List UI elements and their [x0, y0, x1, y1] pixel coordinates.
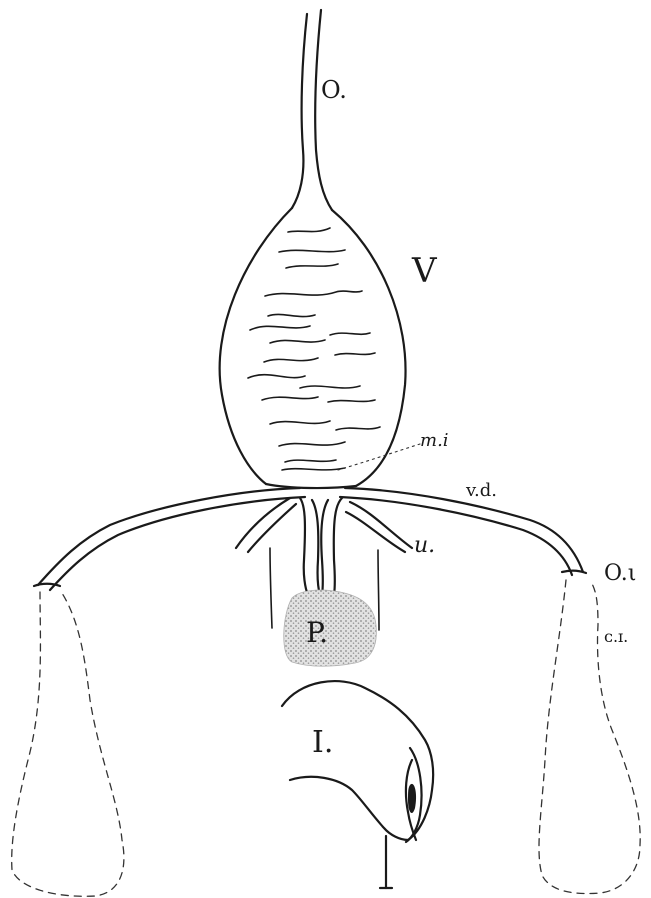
- ureters: [236, 498, 412, 552]
- vesicle-folds: [248, 228, 380, 470]
- label-i: I.: [312, 725, 333, 760]
- right-testis: [539, 571, 640, 894]
- label-vd: v.d.: [465, 480, 497, 501]
- vas-deferens-left: [38, 488, 305, 590]
- left-testis: [12, 584, 124, 897]
- label-v: V: [411, 251, 438, 291]
- label-o: O.: [321, 76, 347, 104]
- label-u: u.: [414, 533, 435, 558]
- intestine-lumen: [408, 784, 416, 813]
- intestine: [282, 681, 433, 888]
- ejaculatory-ducts: [300, 498, 342, 595]
- label-p: P.: [306, 616, 328, 649]
- upper-duct: [292, 10, 332, 210]
- vesicle-body: [220, 208, 406, 488]
- label-ot: O.ι: [604, 561, 636, 586]
- prostate-gland: [284, 590, 377, 666]
- label-ct: ᴄ.ɪ.: [604, 627, 628, 646]
- label-mi: m.i: [420, 430, 449, 451]
